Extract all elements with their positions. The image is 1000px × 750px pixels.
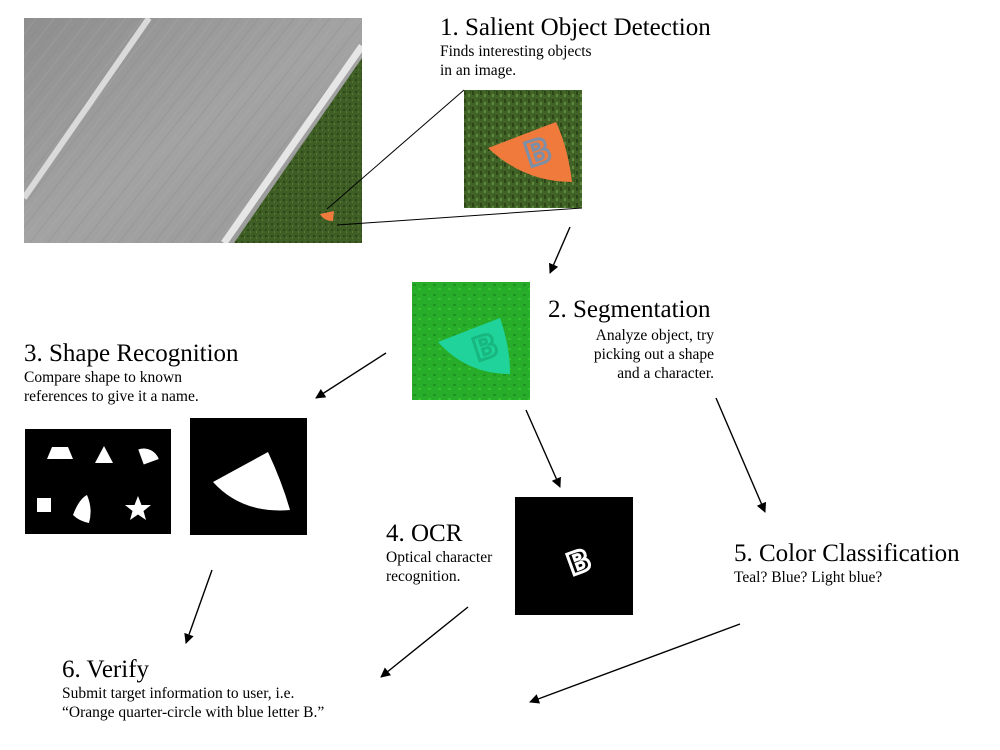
star-icon [125,496,151,520]
step-3-desc-line: references to give it a name. [24,388,199,405]
step-4-desc-line: recognition. [386,568,461,585]
step-2-desc-line: and a character. [617,365,714,382]
target-crop-image: B [464,90,582,208]
arrow-1-to-2 [549,226,571,274]
step-3-desc-line: Compare shape to known [24,369,182,386]
quarter-circle-icon [138,448,159,465]
step-1-desc-line: in an image. [440,62,517,79]
step-2-desc-line: Analyze object, try [595,327,714,344]
step-4: 4. OCR Optical character recognition. [386,520,492,586]
aerial-image [24,18,362,243]
shape-references-image [25,429,171,534]
step-6-title: 6. Verify [62,656,150,683]
step-3-title: 3. Shape Recognition [24,340,239,367]
step-1-title: 1. Salient Object Detection [440,14,711,41]
step-1: 1. Salient Object Detection Finds intere… [440,14,711,80]
step-1-desc-line: Finds interesting objects [440,43,592,60]
step-2-desc-line: picking out a shape [593,346,714,363]
step-6: 6. Verify Submit target information to u… [62,656,324,722]
step-6-desc: Submit target information to user, i.e. … [62,684,324,722]
shape-mask-image [190,418,307,535]
step-3: 3. Shape Recognition Compare shape to kn… [24,340,239,406]
arrow-3-to-6 [184,569,213,644]
step-4-desc-line: Optical character [386,549,493,566]
step-2-desc: Analyze object, try picking out a shape … [548,326,714,383]
step-6-desc-line: “Orange quarter-circle with blue letter … [62,704,325,721]
step-5-desc-line: Teal? Blue? Light blue? [734,569,883,586]
step-5-desc: Teal? Blue? Light blue? [734,568,960,587]
step-1-desc: Finds interesting objects in an image. [440,42,711,80]
step-4-desc: Optical character recognition. [386,548,492,586]
arrow-4-to-6 [380,606,469,678]
step-2: 2. Segmentation Analyze object, try pick… [548,296,714,383]
step-3-desc: Compare shape to known references to giv… [24,368,239,406]
segmented-image: B [412,282,530,400]
arrow-5-to-6 [529,623,741,704]
zoom-line-bottom [336,207,583,226]
step-5-title: 5. Color Classification [734,540,960,567]
step-5: 5. Color Classification Teal? Blue? Ligh… [734,540,960,587]
arrow-2-to-3 [315,352,387,399]
step-6-desc-line: Submit target information to user, i.e. [62,685,295,702]
triangle-icon [95,446,113,463]
step-4-title: 4. OCR [386,520,463,547]
trapezoid-icon [47,447,73,459]
arrow-2-to-5 [715,397,767,513]
character-mask-image: B [515,497,633,615]
zoom-line-top [326,89,465,210]
square-icon [37,498,51,512]
arrow-2-to-4 [525,409,561,488]
leaf-icon [73,495,91,523]
step-2-title: 2. Segmentation [548,296,711,323]
